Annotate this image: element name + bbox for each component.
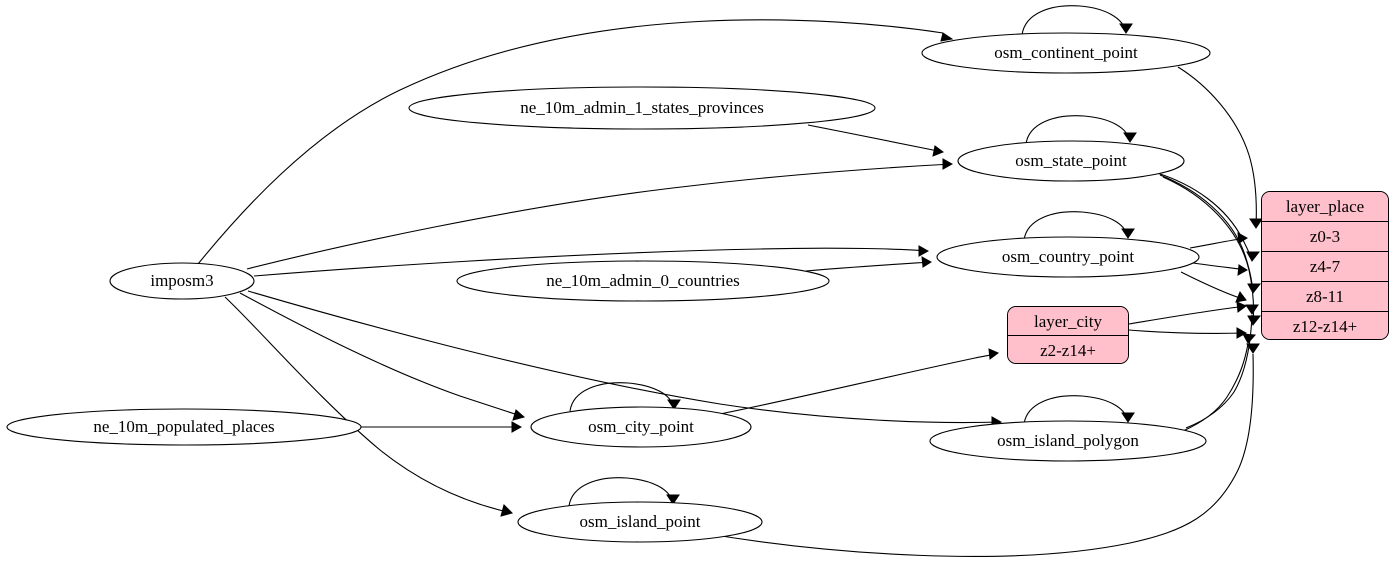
edge-osm_island_polygon-to-layer_place-z8-11 [1185,304,1259,429]
edge-imposm3-to-osm_island_polygon [247,290,1003,428]
node-ne_10m_populated_places[interactable]: ne_10m_populated_places [6,408,362,446]
node-osm_island_polygon[interactable]: osm_island_polygon [929,420,1207,462]
edge-osm_island_polygon-to-layer_place-z12-z14 [1182,333,1257,432]
edge-osm_city_point-self-loop [569,382,681,412]
layer_place-row-z0-3[interactable]: z0-3 [1262,222,1388,252]
node-osm_city_point[interactable]: osm_city_point [530,406,752,448]
node-ne_10m_admin_0_countries[interactable]: ne_10m_admin_0_countries [456,260,830,302]
layer_city-header: layer_city [1008,307,1128,336]
edge-osm_island_point-to-layer_place-z12-z14 [708,343,1260,557]
edge-ne_10m_admin_1_states_provinces-to-osm_state_point [807,124,945,157]
layer_city-row-z2-z14[interactable]: z2-z14+ [1008,336,1128,363]
node-label-osm_island_point: osm_island_point [580,512,701,531]
edge-imposm3-to-osm_island_point [224,296,513,517]
node-label-ne_10m_admin_0_countries: ne_10m_admin_0_countries [546,271,740,290]
edge-imposm3-to-osm_country_point [253,245,930,277]
edge-osm_country_point-to-layer_place-z4-7 [1192,262,1248,276]
edge-imposm3-to-osm_continent_point [197,19,954,265]
node-osm_state_point[interactable]: osm_state_point [957,140,1185,182]
edge-osm_country_point-self-loop [1023,211,1135,241]
node-label-imposm3: imposm3 [150,271,213,290]
node-label-osm_country_point: osm_country_point [1002,247,1134,266]
edge-layer_city-to-layer_place-z8-11 [1128,301,1247,325]
edge-layer_city-to-layer_place-z12-z14 [1128,327,1248,339]
layer_place-row-z4-7[interactable]: z4-7 [1262,252,1388,282]
node-osm_country_point[interactable]: osm_country_point [936,236,1200,278]
edge-osm_city_point-to-layer_city-z2-z14 [719,348,999,415]
edge-osm_state_point-to-layer_place-z8-11 [1159,174,1262,294]
node-label-osm_state_point: osm_state_point [1015,151,1127,170]
edge-osm_island_polygon-self-loop [1023,395,1135,425]
edge-imposm3-to-osm_state_point [246,158,954,270]
node-layer_place[interactable]: layer_place z0-3 z4-7 z8-11 z12-z14+ [1261,191,1389,340]
edge-osm_country_point-to-layer_place-z8-11 [1180,271,1247,303]
edge-osm_continent_point-self-loop [1021,5,1133,36]
node-imposm3[interactable]: imposm3 [109,262,255,300]
node-label-ne_10m_admin_1_states_provinces: ne_10m_admin_1_states_provinces [520,98,764,117]
edge-layer [197,5,1263,557]
node-ne_10m_admin_1_states_provinces[interactable]: ne_10m_admin_1_states_provinces [408,86,876,130]
layer_place-header: layer_place [1262,192,1388,222]
node-layer_city[interactable]: layer_city z2-z14+ [1007,306,1129,364]
edge-imposm3-to-osm_city_point [239,292,526,421]
node-label-osm_city_point: osm_city_point [588,417,694,436]
edge-ne_10m_admin_0_countries-to-osm_country_point [805,256,932,272]
layer_place-row-z8-11[interactable]: z8-11 [1262,282,1388,312]
edge-osm_country_point-to-layer_place-z0-3 [1189,232,1248,249]
node-osm_island_point[interactable]: osm_island_point [517,501,763,543]
node-label-ne_10m_populated_places: ne_10m_populated_places [93,417,274,436]
edge-osm_island_point-self-loop [568,477,680,507]
node-osm_continent_point[interactable]: osm_continent_point [921,32,1211,74]
edge-osm_continent_point-to-layer_place-z0-3 [1177,66,1263,229]
edge-ne_10m_populated_places-to-osm_city_point [361,421,523,433]
node-layer: imposm3 ne_10m_populated_places ne_10m_a… [6,32,1211,543]
edge-osm_state_point-self-loop [1025,115,1137,145]
node-label-osm_continent_point: osm_continent_point [994,43,1138,62]
layer_place-row-z12-z14[interactable]: z12-z14+ [1262,312,1388,339]
node-label-osm_island_polygon: osm_island_polygon [997,431,1139,450]
